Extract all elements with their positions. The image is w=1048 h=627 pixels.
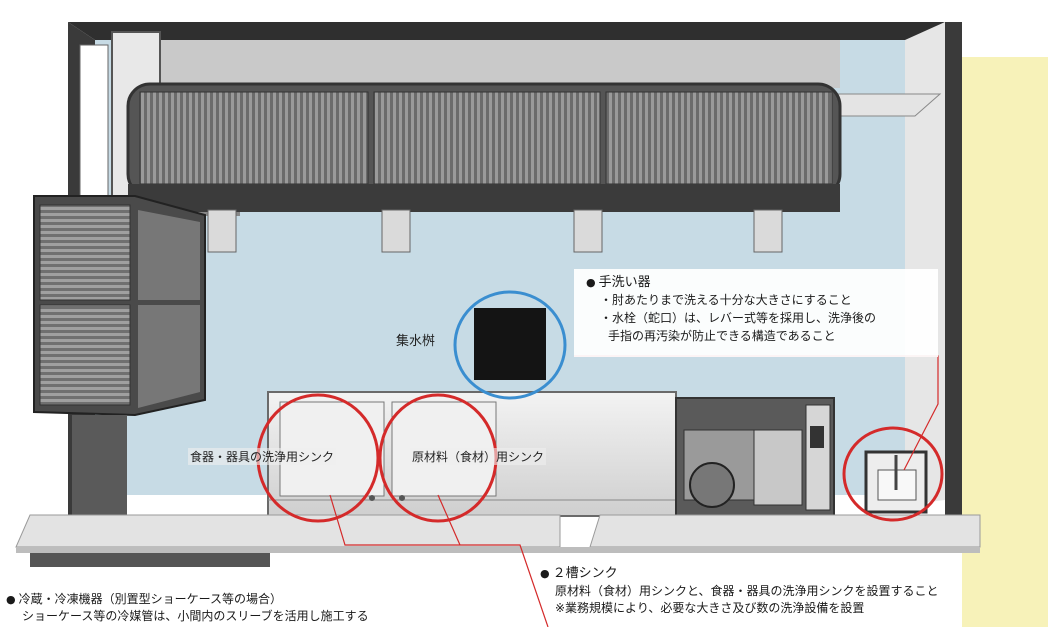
sink-note-line: ※業務規模により、必要な大きさ及び数の洗浄設備を設置 (555, 601, 865, 615)
front-counter-left (15, 514, 561, 548)
upper-showcase (126, 82, 842, 253)
handwash-note-title: ●手洗い器 (586, 275, 651, 290)
fridge-note-line: ショーケース等の冷媒管は、小間内のスリーブを活用し施工する (22, 609, 369, 623)
hand-wash-basin (864, 450, 928, 514)
fridge-note-title: ●冷蔵・冷凍機器（別置型ショーケース等の場合） (6, 592, 282, 607)
front-counter-right (589, 514, 981, 548)
bullet-icon: ● (586, 276, 596, 289)
top-margin (0, 0, 1048, 24)
handwash-note: ●手洗い器 ・肘あたりまで洗える十分な大きさにすること ・水栓（蛇口）は、レバー… (574, 269, 938, 357)
right-wall (905, 22, 945, 505)
handwash-note-line: ・肘あたりまで洗える十分な大きさにすること (600, 293, 852, 307)
handwash-note-line: 手指の再汚染が防止できる構造であること (608, 329, 836, 343)
bullet-icon: ● (6, 593, 16, 606)
handwash-note-line: ・水栓（蛇口）は、レバー式等を採用し、洗浄後の (600, 311, 877, 325)
left-showcase (33, 195, 206, 520)
handwash-highlight (842, 426, 944, 522)
under-counter-strip (30, 553, 270, 567)
cooking-equipment (675, 397, 835, 519)
drain-trap-highlight (453, 290, 567, 400)
handwash-title: 手洗い器 (598, 275, 651, 290)
left-door-frame (79, 44, 109, 206)
drain-trap-label: 集水桝 (396, 334, 436, 349)
right-wall-edge (945, 22, 962, 540)
fridge-title: 冷蔵・冷凍機器（別置型ショーケース等の場合） (18, 592, 283, 606)
sink-note-title: ●２槽シンク (540, 566, 618, 581)
drain-trap (474, 308, 546, 380)
counter-edge (16, 547, 980, 553)
bullet-icon: ● (540, 567, 550, 580)
leader-line-sink (329, 494, 549, 627)
upper-wall-panel (160, 40, 840, 88)
sink-title: ２槽シンク (552, 566, 618, 581)
ceiling-beam (68, 22, 945, 40)
sink-note-line: 原材料（食材）用シンクと、食器・器具の洗浄用シンクを設置すること (555, 584, 939, 598)
sink-raw-label: 原材料（食材）用シンク (410, 448, 547, 465)
sink-dish-label: 食器・器具の洗浄用シンク (188, 448, 337, 465)
